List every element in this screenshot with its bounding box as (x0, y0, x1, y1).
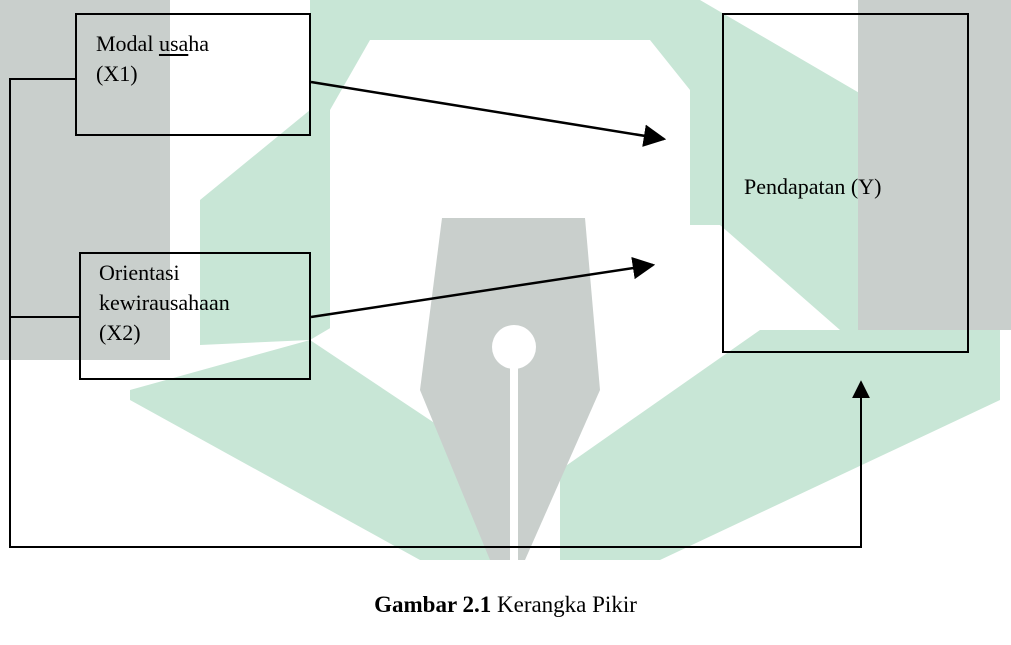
watermark-gray-bars (0, 0, 1011, 360)
underlined-text: usa (158, 31, 189, 56)
caption-title: Kerangka Pikir (491, 592, 637, 617)
node-x2-line2: kewirausahaan (99, 290, 230, 315)
watermark-white-inner (330, 40, 690, 330)
arrow-x2-to-y (310, 256, 656, 319)
bracket-line (9, 78, 870, 548)
node-x2-line1: Orientasi (99, 260, 180, 285)
node-y-label: Pendapatan (Y) (744, 174, 882, 199)
node-orientasi-kewirausahaan: Orientasi kewirausahaan (X2) (79, 252, 311, 380)
caption-number: Gambar 2.1 (374, 592, 492, 617)
node-x1-line1: Modal usaha (96, 31, 210, 56)
pen-nib-slit (510, 360, 518, 560)
arrow-x1-to-y (310, 80, 667, 147)
node-pendapatan: Pendapatan (Y) (722, 13, 969, 353)
pen-nib-hole-icon (492, 325, 536, 369)
node-modal-usaha: Modal usaha (X1) (75, 13, 311, 136)
figure-caption: Gambar 2.1 Kerangka Pikir (0, 592, 1011, 618)
node-x2-line3: (X2) (99, 320, 141, 345)
node-x1-line2: (X1) (96, 61, 138, 86)
